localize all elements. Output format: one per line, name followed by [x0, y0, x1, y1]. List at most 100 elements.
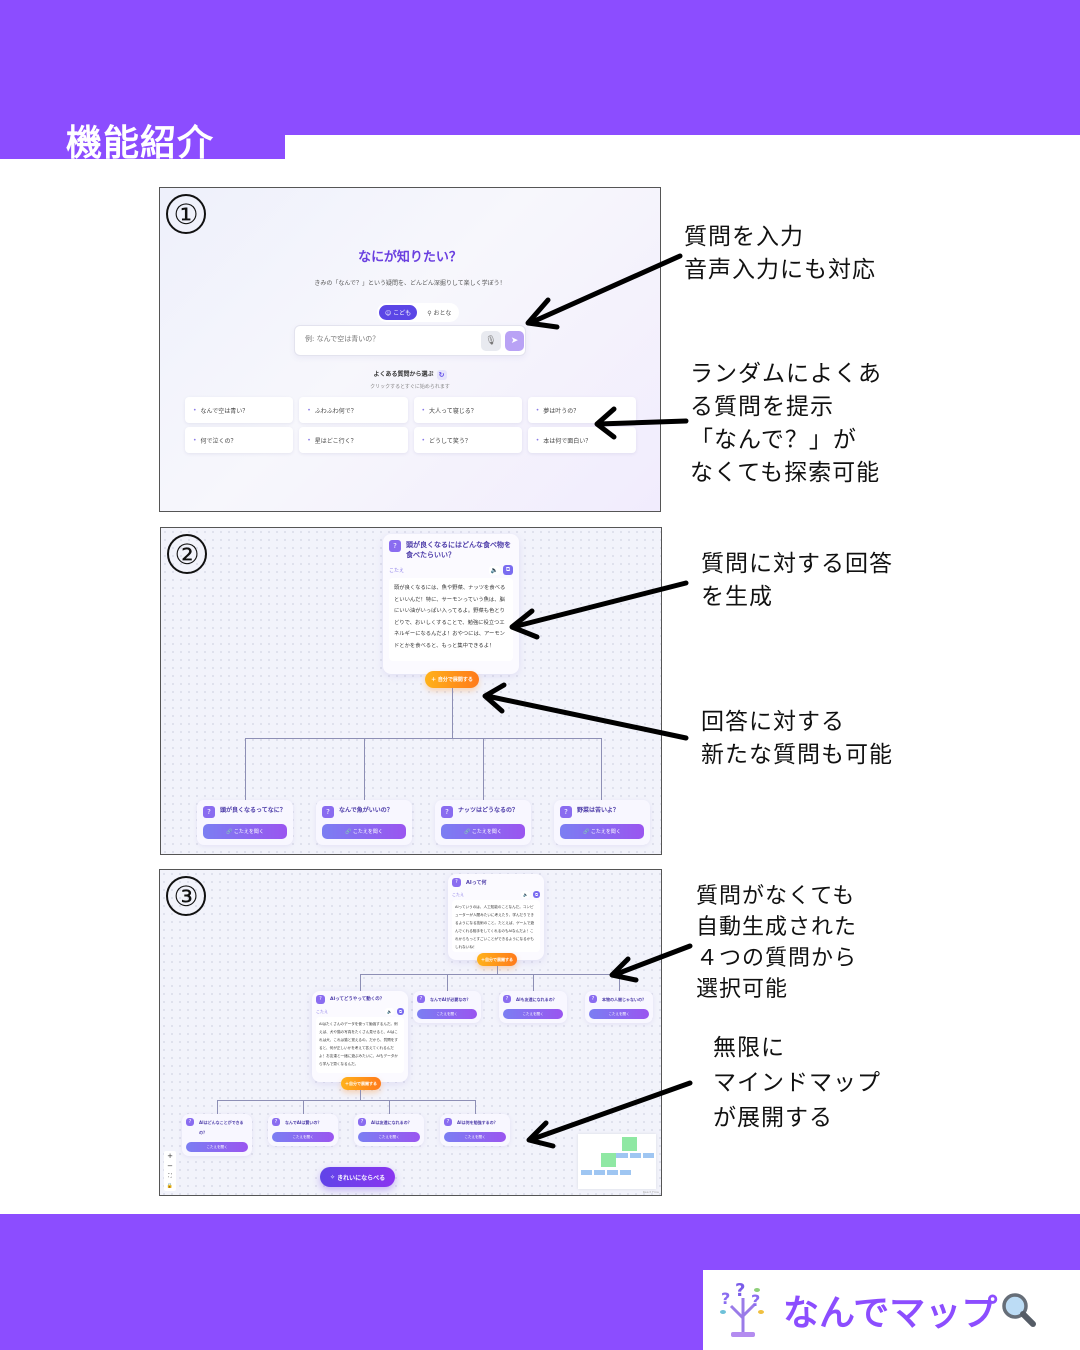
faq-item[interactable]: •何で泣くの？ — [185, 427, 294, 453]
question-icon: ? — [272, 1118, 280, 1126]
zoom-in-button[interactable]: + — [167, 1152, 173, 1160]
ask-answer-button[interactable]: こたえを聞く — [589, 1009, 649, 1019]
faq-item[interactable]: •ふわふわ何で？ — [299, 397, 408, 423]
ask-answer-button[interactable]: こたえを聞く — [417, 1009, 477, 1019]
ask-answer-button[interactable]: 🔗 こたえを聞く — [322, 824, 406, 839]
edge — [360, 1090, 361, 1100]
minimap-node — [630, 1153, 641, 1158]
speaker-icon[interactable]: 🔈 — [521, 891, 530, 898]
microphone-icon: 🎙 — [485, 336, 497, 346]
node-question: なんで魚がいいの？ — [339, 807, 393, 814]
react-flow-credit[interactable]: React Flow — [642, 1190, 659, 1194]
annotation-auto-questions: 質問がなくても 自動生成された ４つの質問から 選択可能 — [696, 884, 858, 1002]
question-icon: ? — [186, 1118, 194, 1126]
ask-answer-button[interactable]: 🔗 こたえを聞く — [203, 824, 287, 839]
faq-subtitle: クリックするとすぐに始められます — [370, 384, 450, 390]
speaker-icon[interactable]: 🔈 — [488, 565, 500, 575]
faq-item-label: なんで空は青い？ — [200, 407, 249, 415]
child-node: ?本物の人間じゃないの？ こたえを聞く — [585, 991, 653, 1023]
button-label: こたえを聞く — [608, 1011, 630, 1016]
question-search-box: 🎙 ➤ — [294, 325, 526, 356]
microphone-button[interactable]: 🎙 — [481, 331, 501, 351]
question-input[interactable] — [305, 335, 465, 343]
send-icon: ➤ — [510, 336, 519, 346]
child-node: ?ナッツはどうなるの？ 🔗 こたえを聞く — [435, 800, 531, 845]
annotation-input: 質問を入力 音声入力にも対応 — [684, 224, 876, 283]
minimap-node — [616, 1153, 628, 1158]
mode-kids-button[interactable]: ☺ こども — [379, 305, 418, 320]
expand-button[interactable]: ＋自分で展開する — [341, 1077, 381, 1090]
edge — [217, 1100, 476, 1101]
faq-item[interactable]: •なんで空は青い？ — [185, 397, 294, 423]
bullet-icon: • — [193, 436, 197, 444]
screenshot-input: ① なにが知りたい？ きみの「なんで？」という疑問を、どんどん深掘りして楽しく学… — [159, 187, 661, 512]
expand-label: 自分で展開する — [485, 956, 513, 962]
button-label: こたえを聞く — [436, 1011, 458, 1016]
question-icon: ? — [452, 878, 461, 887]
node-question: AIって何 — [466, 880, 487, 886]
edge — [497, 966, 498, 974]
ask-answer-button[interactable]: こたえを聞く — [272, 1132, 334, 1142]
node-question: AIは何を勉強するの？ — [457, 1120, 498, 1125]
child-node: ? AIはどんなことができるの？ こたえを聞く — [182, 1114, 252, 1156]
minimap-node — [622, 1137, 637, 1151]
faq-item[interactable]: •夢は叶うの？ — [527, 397, 636, 423]
node-question: AIはどんなことができるの？ — [199, 1120, 244, 1135]
speaker-icon[interactable]: 🔈 — [385, 1008, 394, 1015]
bullet-icon: • — [421, 436, 426, 444]
button-label: こたえを聞く — [378, 1134, 400, 1139]
mode-adult-button[interactable]: ⚲ おとな — [421, 305, 457, 320]
ask-answer-button[interactable]: 🔗 こたえを聞く — [560, 824, 644, 839]
refresh-icon[interactable]: ↻ — [436, 369, 447, 380]
annotation-followup: 回答に対する 新たな質問も可能 — [701, 709, 893, 768]
ask-answer-button[interactable]: こたえを聞く — [358, 1132, 420, 1142]
button-label: こたえを聞く — [206, 1144, 228, 1149]
fit-view-button[interactable]: ⛶ — [168, 1173, 172, 1179]
lock-button[interactable]: 🔒 — [166, 1183, 174, 1189]
ask-answer-button[interactable]: こたえを聞く — [503, 1009, 563, 1019]
svg-text:?: ? — [751, 1291, 760, 1310]
link-icon: 🔗 — [345, 828, 353, 835]
faq-item-label: 何で泣くの？ — [200, 437, 237, 445]
node-question: なんでAIは賢いの？ — [285, 1120, 322, 1125]
minimap[interactable] — [578, 1134, 656, 1189]
expand-label: 自分で展開する — [349, 1080, 377, 1086]
root-node: ?AIって何 こたえ🔈⧉ AIっていうのは、人工知能のことなんだ。コンピューター… — [448, 874, 544, 960]
faq-item-label: 星はどこ行く？ — [314, 437, 357, 445]
copy-icon[interactable]: ⧉ — [503, 565, 513, 575]
expand-button[interactable]: ＋自分で展開する — [477, 953, 517, 966]
node-question: AIは友達になれるの？ — [371, 1120, 412, 1125]
copy-icon[interactable]: ⧉ — [533, 891, 540, 898]
question-icon: ? — [358, 1118, 366, 1126]
faq-item[interactable]: •星はどこ行く？ — [299, 427, 408, 453]
node-question: 頭が良くなるってなに？ — [220, 807, 286, 814]
hint-label: こたえ — [452, 891, 464, 897]
zoom-out-button[interactable]: − — [167, 1162, 173, 1170]
edge — [619, 974, 620, 991]
child-node: ?なんでAIが必要なの？ こたえを聞く — [413, 991, 481, 1023]
faq-item-label: ふわふわ何で？ — [314, 407, 357, 415]
edge — [360, 974, 620, 975]
node-answer: AIはたくさんのデータを使って勉強するんだ。例えば、犬や猫の写真をたくさん見せる… — [316, 1017, 404, 1073]
bullet-icon: • — [193, 406, 197, 414]
link-icon: 🔗 — [464, 828, 472, 835]
question-icon: ? — [589, 995, 597, 1003]
faq-title-text: よくある質問から選ぶ — [373, 371, 434, 378]
faq-item[interactable]: •どうして笑う？ — [413, 427, 522, 453]
ask-answer-button[interactable]: 🔗 こたえを聞く — [441, 824, 525, 839]
arrange-button[interactable]: ✧ きれいにならべる — [320, 1167, 396, 1187]
copy-icon[interactable]: ⧉ — [397, 1008, 404, 1015]
faq-item[interactable]: •本は何で面白い？ — [527, 427, 636, 453]
ask-answer-button[interactable]: こたえを聞く — [186, 1142, 248, 1152]
minimap-node — [607, 1170, 618, 1175]
minimap-node — [581, 1170, 592, 1175]
node-question: AIってどうやって動くの？ — [330, 997, 385, 1002]
ask-answer-button[interactable]: こたえを聞く — [444, 1132, 506, 1142]
annotation-infinite: 無限に マインドマップ が展開する — [713, 1035, 881, 1131]
node-question: ナッツはどうなるの？ — [458, 807, 519, 814]
faq-item[interactable]: •大人って寝じる？ — [413, 397, 522, 423]
edge — [245, 738, 602, 739]
mode-label: こども — [393, 310, 412, 317]
expand-button[interactable]: ＋ 自分で展開する — [425, 671, 479, 688]
send-button[interactable]: ➤ — [505, 331, 524, 351]
